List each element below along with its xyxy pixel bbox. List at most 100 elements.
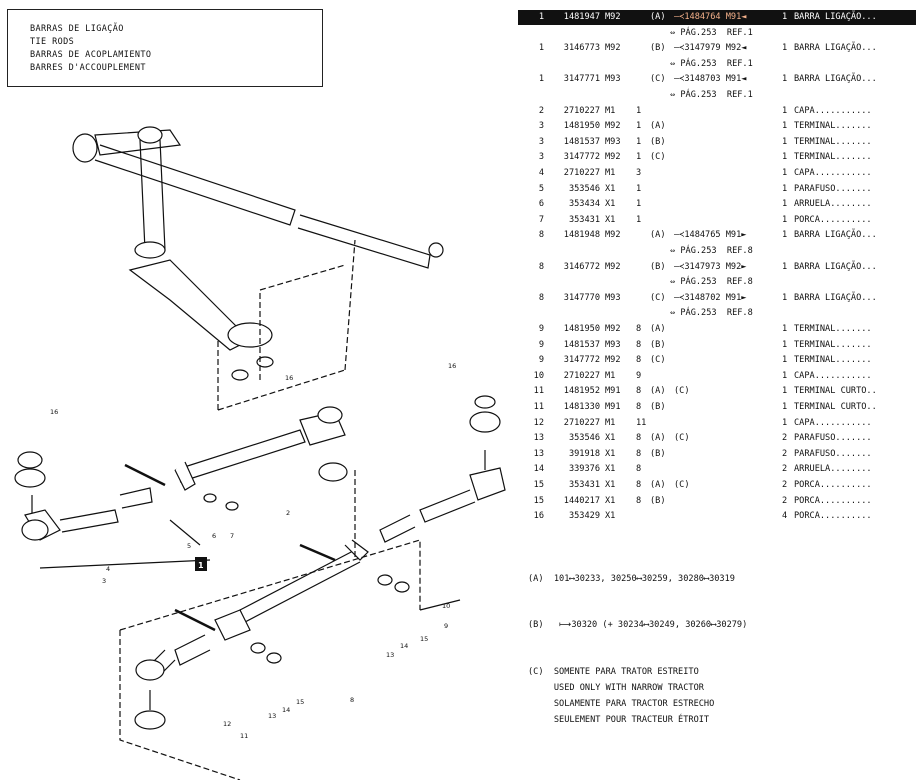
part-qty: 8: [636, 386, 642, 397]
part-ref: 15: [533, 480, 544, 490]
note-b: (B) ⟼30320 (+ 30234⟷30249, 30260⟷30279): [528, 620, 748, 630]
part-variant: (A): [650, 230, 666, 241]
part-number: 3147772: [563, 152, 600, 163]
part-qty: 8: [636, 480, 642, 490]
part-number: 353431: [568, 214, 600, 225]
part-qty-total: 1: [782, 402, 788, 412]
part-desc: ARRUELA........: [794, 199, 872, 210]
title-line-es: BARRAS DE ACOPLAMIENTO: [30, 50, 152, 60]
note-c-es: SOLAMENTE PARA TRACTOR ESTRECHO: [528, 699, 715, 709]
callout-9: 9: [444, 622, 448, 630]
part-variant: (B): [650, 402, 666, 412]
part-desc: TERMINAL.......: [794, 339, 872, 350]
part-qty-total: 2: [782, 480, 788, 490]
part-qty-total: 1: [782, 183, 788, 194]
callout-16-left: 16: [50, 408, 58, 416]
part-qty: 8: [636, 495, 642, 506]
part-variant: (A): [650, 386, 666, 397]
part-qty-total: 2: [782, 448, 788, 459]
part-desc: CAPA...........: [794, 417, 872, 428]
part-qty-total: 1: [782, 261, 788, 272]
part-qty-total: 1: [782, 370, 788, 381]
part-ref: 8: [538, 261, 544, 272]
part-alt: —≺3148703 M91◄: [674, 74, 747, 85]
part-qty-total: 2: [782, 464, 788, 475]
part-ref: 2: [538, 105, 544, 116]
part-qty: 3: [636, 168, 642, 178]
part-qty-total: 1: [782, 324, 788, 334]
part-variant: (B): [650, 136, 666, 147]
part-model: M92: [605, 121, 621, 132]
part-desc: ARRUELA........: [794, 464, 872, 475]
part-ref: 11: [533, 386, 544, 397]
part-alt: (C): [674, 480, 690, 490]
part-desc: PARAFUSO.......: [794, 183, 872, 194]
part-model: M92: [605, 152, 621, 163]
part-variant: (C): [650, 355, 666, 366]
callout-14-right: 14: [400, 642, 408, 650]
title-line-en: TIE RODS: [30, 37, 75, 47]
part-qty: 1: [636, 152, 642, 163]
part-page-ref: ⇔ PÁG.253 REF.8: [670, 308, 753, 319]
part-desc: TERMINAL CURTO..: [794, 402, 877, 412]
part-qty: 1: [636, 105, 642, 116]
part-number: 353546: [568, 183, 600, 194]
part-alt: —≺3147973 M92►: [674, 261, 747, 272]
part-number: 1481537: [563, 339, 600, 350]
part-model: X1: [605, 448, 616, 459]
part-number: 1440217: [563, 495, 600, 506]
part-qty-total: 1: [782, 199, 788, 210]
part-variant: (B): [650, 448, 666, 459]
part-desc: PARAFUSO.......: [794, 448, 872, 459]
part-number: 2710227: [563, 168, 600, 178]
part-variant: (A): [650, 433, 666, 444]
tie-rod-drawing: 16 16 16 2 3 4 5 6 7 8 9 10 11 12 13 14 …: [14, 126, 506, 780]
part-model: X1: [605, 433, 616, 444]
part-ref: 3: [538, 121, 544, 132]
part-model: M1: [605, 105, 616, 116]
part-page-ref: ⇔ PÁG.253 REF.1: [670, 90, 753, 100]
part-variant: (A): [650, 12, 666, 22]
part-alt: —≺3148702 M91►: [674, 292, 747, 303]
part-desc: CAPA...........: [794, 370, 872, 381]
part-number: 2710227: [563, 370, 600, 381]
part-ref: 8: [538, 230, 544, 241]
callout-5: 5: [187, 542, 191, 550]
callout-16-center: 16: [285, 374, 293, 382]
part-model: X1: [605, 183, 616, 194]
part-number: 1481950: [563, 121, 600, 132]
title-line-pt: BARRAS DE LIGAÇÃO: [30, 24, 124, 34]
part-ref: 4: [538, 168, 544, 178]
part-model: X1: [605, 464, 616, 475]
part-qty-total: 1: [782, 339, 788, 350]
part-qty: 11: [636, 417, 647, 428]
part-ref: 8: [538, 292, 544, 303]
part-ref: 1: [538, 74, 544, 85]
callout-4: 4: [106, 565, 110, 573]
part-model: M92: [605, 261, 621, 272]
part-variant: (B): [650, 339, 666, 350]
part-model: M91: [605, 402, 621, 412]
part-qty-total: 1: [782, 12, 788, 22]
part-number: 1481952: [563, 386, 600, 397]
part-qty-total: 1: [782, 152, 788, 163]
part-model: X1: [605, 214, 616, 225]
part-alt: (C): [674, 386, 690, 397]
part-qty: 8: [636, 433, 642, 444]
part-number: 339376: [568, 464, 600, 475]
part-desc: BARRA LIGAÇÃO...: [794, 230, 877, 241]
part-desc: TERMINAL.......: [794, 152, 872, 163]
part-desc: BARRA LIGAÇÃO...: [794, 74, 877, 85]
part-qty: 8: [636, 339, 642, 350]
part-model: X1: [605, 511, 616, 522]
part-ref: 1: [538, 12, 544, 22]
part-page-ref: ⇔ PÁG.253 REF.8: [670, 246, 753, 256]
callout-6: 6: [212, 532, 216, 540]
part-qty-total: 1: [782, 230, 788, 241]
part-model: M93: [605, 136, 621, 147]
part-ref: 13: [533, 448, 544, 459]
part-variant: (B): [650, 43, 666, 54]
part-model: X1: [605, 495, 616, 506]
callout-11: 11: [240, 732, 248, 740]
